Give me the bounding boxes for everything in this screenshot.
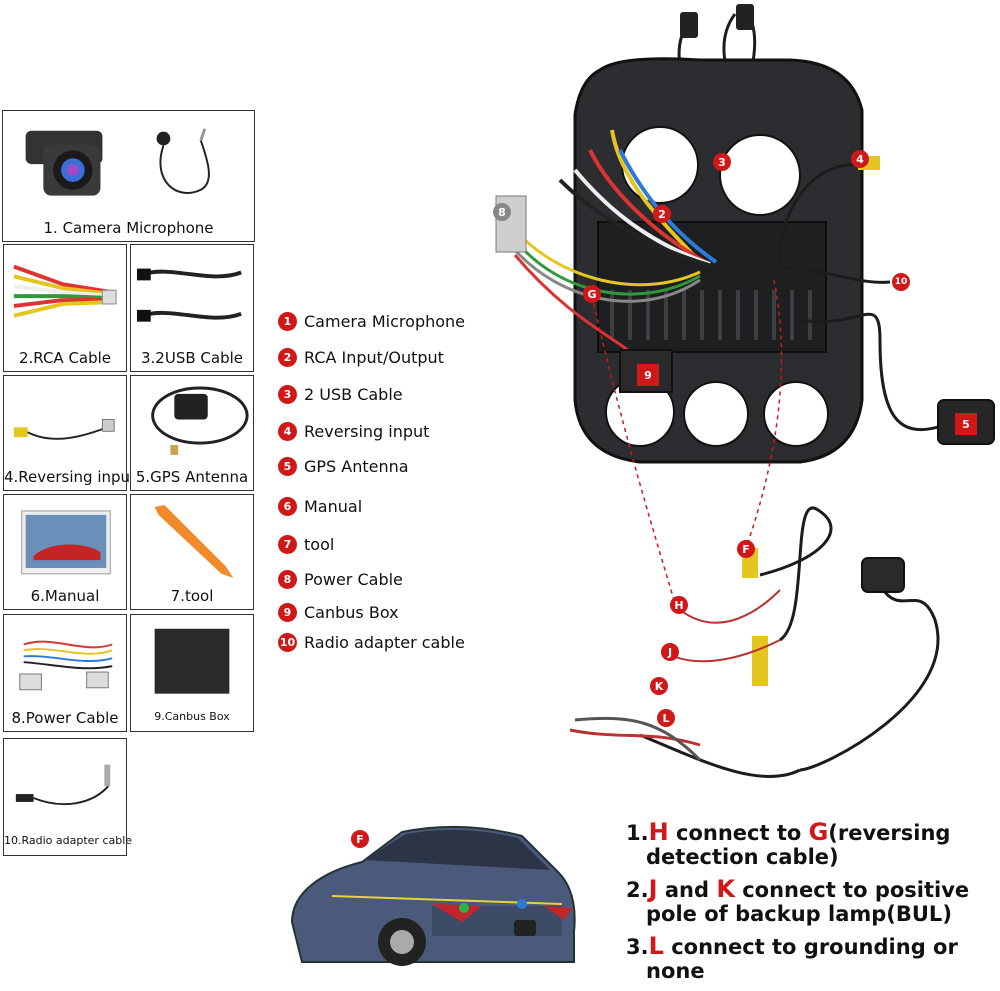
legend-number-badge: 3 [278, 385, 297, 404]
gps-antenna-photo [151, 386, 249, 455]
reversing-input-cable-photo [13, 418, 115, 440]
legend-number-badge: 5 [278, 457, 297, 476]
item-reversing-input: 4.Reversing input [3, 375, 136, 491]
item-caption: 9.Canbus Box [154, 710, 230, 723]
legend-number-badge: 6 [278, 497, 297, 516]
head-unit-wiring-diagram [495, 4, 995, 779]
diagram-badge-K: K [650, 677, 668, 695]
item-camera-microphone: 1. Camera Microphone [2, 110, 255, 242]
item-caption: 3.2USB Cable [141, 349, 243, 367]
legend-label: Canbus Box [304, 603, 399, 622]
item-gps-antenna: 5.GPS Antenna [130, 375, 254, 491]
pry-tool-photo [154, 505, 234, 578]
item-caption: 2.RCA Cable [18, 349, 112, 367]
legend-label: GPS Antenna [304, 457, 409, 476]
manual-photo [21, 510, 111, 575]
item-tool: 7.tool [130, 494, 254, 610]
rca-cable-photo [13, 264, 117, 318]
legend-label: Radio adapter cable [304, 633, 465, 652]
usb-cable-photo [136, 268, 242, 322]
usb-connector-icon [680, 12, 698, 38]
diagram-badge-3: 3 [713, 153, 731, 171]
item-power-cable: 8.Power Cable [3, 614, 127, 732]
legend-item: 8 Power Cable [278, 570, 403, 589]
connection-instructions: 1.H connect to G(reversing detection cab… [626, 820, 998, 991]
instruction-3: 3.L connect to grounding or none [626, 932, 958, 983]
item-caption: 10.Radio adapter cable [4, 834, 133, 847]
legend-label: 2 USB Cable [304, 385, 403, 404]
item-usb-cable: 3.2USB Cable [130, 244, 254, 372]
radio-adapter-cable-photo [15, 764, 111, 806]
legend-item: 2 RCA Input/Output [278, 348, 444, 367]
head-unit-back [597, 221, 827, 353]
legend-number-badge: 1 [278, 312, 297, 331]
diagram-badge-9: 9 [637, 364, 659, 386]
item-caption: 6.Manual [30, 587, 100, 605]
diagram-badge-5: 5 [955, 413, 977, 435]
instruction-2: 2.J and K connect to positive pole of ba… [626, 875, 970, 926]
legend-number-badge: 4 [278, 422, 297, 441]
legend-label: Reversing input [304, 422, 430, 441]
legend-item: 1 Camera Microphone [278, 312, 465, 331]
item-radio-adapter-cable: 10.Radio adapter cable [3, 738, 133, 856]
legend-item: 5 GPS Antenna [278, 457, 409, 476]
legend-label: Manual [304, 497, 363, 516]
item-caption: 1. Camera Microphone [43, 219, 214, 237]
legend-item: 6 Manual [278, 497, 362, 516]
item-caption: 8.Power Cable [11, 709, 119, 727]
legend-number-badge: 10 [278, 633, 297, 652]
legend-label: Power Cable [304, 570, 403, 589]
diagram-badge-H: H [670, 596, 688, 614]
diagram-badge-F: F [737, 540, 755, 558]
legend-label: Camera Microphone [304, 312, 466, 331]
diagram-badge-G: G [583, 285, 601, 303]
diagram-badge-8: 8 [493, 203, 511, 221]
item-caption: 7.tool [170, 587, 214, 605]
canbus-box-photo [154, 628, 230, 694]
legend-item: 3 2 USB Cable [278, 385, 403, 404]
usb-connector-icon [736, 4, 754, 30]
car-badge-F: F [351, 830, 369, 848]
instruction-1: 1.H connect to G(reversing detection cab… [626, 818, 951, 869]
legend-number-badge: 8 [278, 570, 297, 589]
legend-item: 9 Canbus Box [278, 603, 399, 622]
item-canbus-box: 9.Canbus Box [130, 614, 254, 732]
reversing-camera-unit [861, 557, 905, 593]
legend-item: 4 Reversing input [278, 422, 429, 441]
camera-microphone-photo [25, 128, 210, 196]
item-manual: 6.Manual [3, 494, 127, 610]
legend-label: tool [304, 535, 335, 554]
item-caption: 5.GPS Antenna [135, 468, 249, 486]
diagram-badge-J: J [661, 643, 679, 661]
diagram-badge-L: L [657, 709, 675, 727]
legend-item: 7 tool [278, 535, 334, 554]
diagram-badge-2: 2 [653, 205, 671, 223]
item-rca-cable: 2.RCA Cable [3, 244, 127, 372]
power-cable-photo [19, 640, 113, 691]
car-rear-illustration [290, 825, 576, 966]
legend-number-badge: 2 [278, 348, 297, 367]
diagram-badge-10: 10 [892, 273, 910, 291]
legend-label: RCA Input/Output [304, 348, 444, 367]
legend-number-badge: 7 [278, 535, 297, 554]
legend-number-badge: 9 [278, 603, 297, 622]
item-caption: 4.Reversing input [4, 468, 136, 486]
diagram-badge-4: 4 [851, 150, 869, 168]
legend-item: 10 Radio adapter cable [278, 633, 465, 652]
